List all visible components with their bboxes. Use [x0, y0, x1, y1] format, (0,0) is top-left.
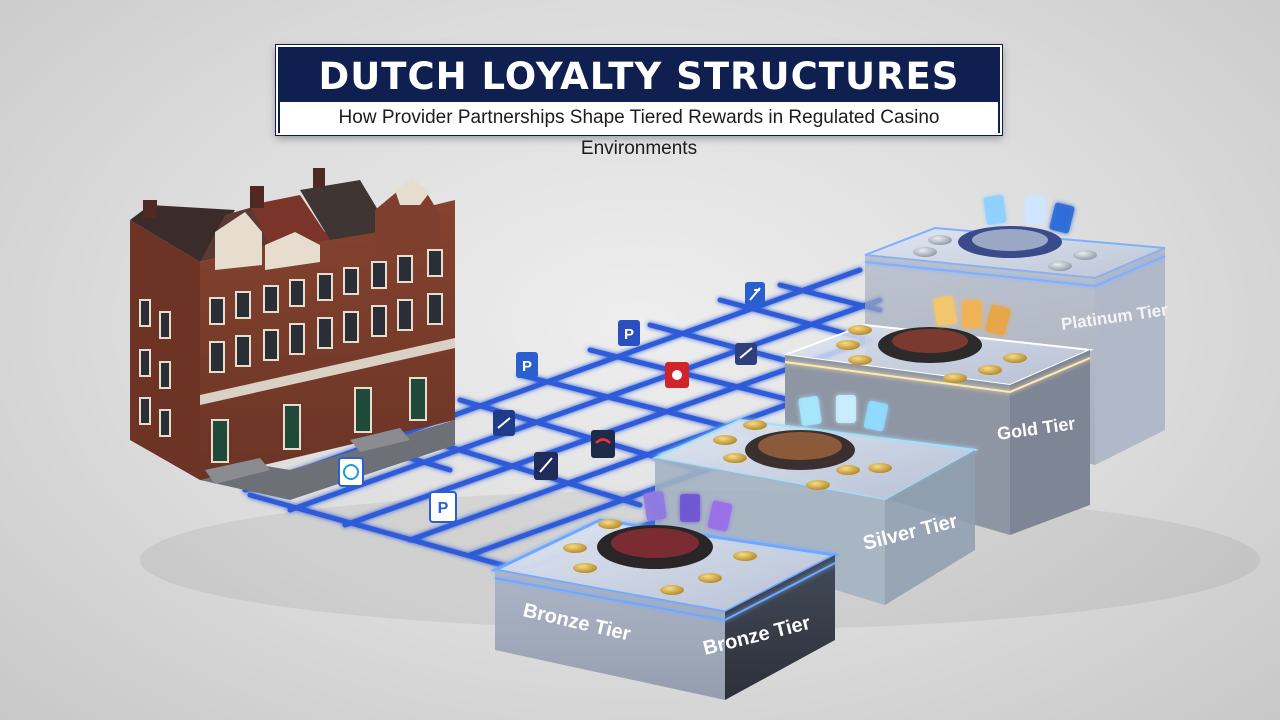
- bronze-tier-platform: [490, 491, 840, 700]
- provider-tile: P: [618, 320, 640, 346]
- page-subtitle: How Provider Partnerships Shape Tiered R…: [280, 102, 998, 159]
- provider-tile: [665, 362, 689, 388]
- svg-text:P: P: [522, 358, 532, 375]
- provider-tile: P: [516, 352, 538, 378]
- title-banner: DUTCH LOYALTY STRUCTURES How Provider Pa…: [276, 45, 1002, 159]
- svg-text:P: P: [438, 500, 449, 517]
- playing-cards: [643, 491, 733, 532]
- provider-tile: [338, 457, 364, 487]
- provider-tile: P: [429, 491, 457, 523]
- gold-coins: [713, 420, 892, 490]
- amsterdam-canal-houses: [130, 168, 455, 500]
- gold-coins: [563, 519, 757, 595]
- provider-tile: [591, 430, 615, 458]
- playing-cards: [933, 295, 1011, 336]
- provider-logo-tiles: P P P: [338, 282, 765, 523]
- playing-cards: [983, 195, 1075, 234]
- playing-cards: [798, 395, 889, 432]
- page-title: DUTCH LOYALTY STRUCTURES: [318, 55, 960, 98]
- provider-tile: [745, 282, 765, 306]
- provider-tile: [493, 410, 515, 436]
- svg-text:P: P: [624, 326, 634, 343]
- gold-coins: [836, 325, 1027, 383]
- silver-coins: [913, 235, 1097, 271]
- provider-tile: [534, 452, 558, 480]
- provider-tile: [735, 343, 757, 365]
